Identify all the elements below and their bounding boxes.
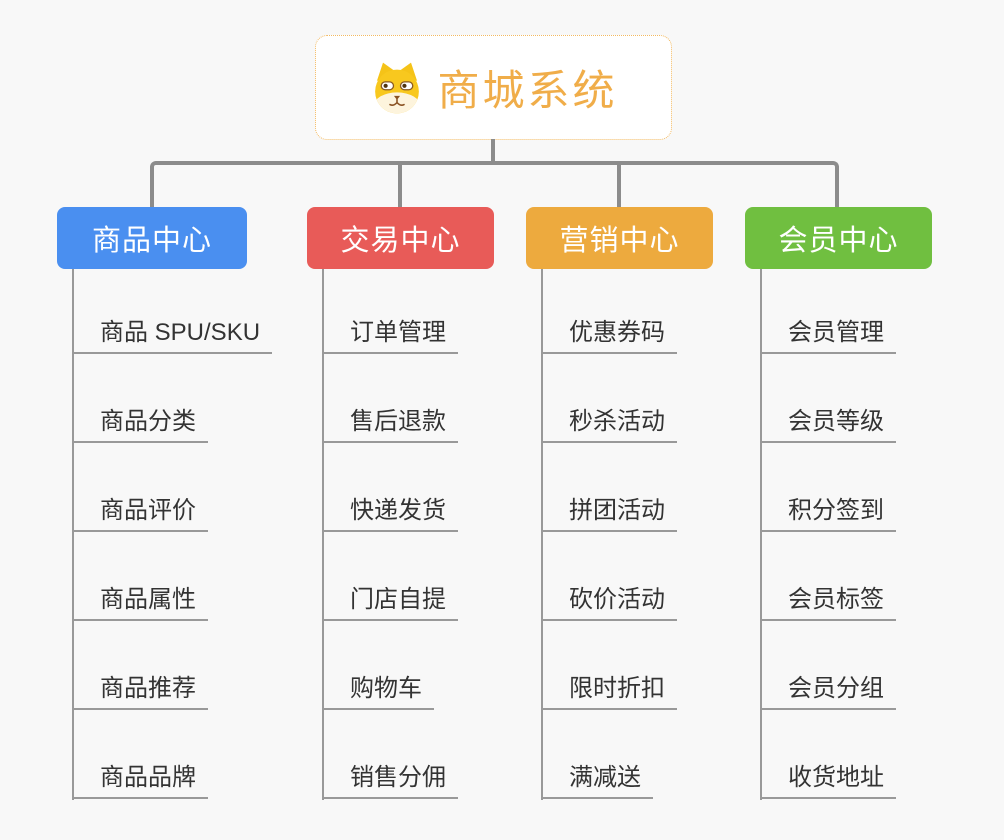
branch-connector-drop <box>398 161 402 207</box>
branch-trunk-line <box>322 269 324 800</box>
leaf-node[interactable]: 购物车 <box>322 670 434 710</box>
leaf-node[interactable]: 订单管理 <box>322 314 458 354</box>
leaf-node[interactable]: 秒杀活动 <box>541 403 677 443</box>
dog-icon <box>369 60 425 116</box>
leaf-node[interactable]: 商品品牌 <box>72 759 208 799</box>
leaf-node[interactable]: 限时折扣 <box>541 670 677 710</box>
root-title: 商城系统 <box>437 67 618 114</box>
branch-connector-rail <box>150 161 839 207</box>
leaf-node[interactable]: 销售分佣 <box>322 759 458 799</box>
branch-trunk-line <box>72 269 74 800</box>
branch-node[interactable]: 交易中心 <box>307 207 494 269</box>
leaf-node[interactable]: 商品推荐 <box>72 670 208 710</box>
leaf-node[interactable]: 会员管理 <box>760 314 896 354</box>
root-connector-stub <box>491 139 495 165</box>
branch-node[interactable]: 会员中心 <box>745 207 932 269</box>
leaf-node[interactable]: 砍价活动 <box>541 581 677 621</box>
leaf-node[interactable]: 满减送 <box>541 759 653 799</box>
leaf-node[interactable]: 商品 SPU/SKU <box>72 314 273 354</box>
leaf-node[interactable]: 商品属性 <box>72 581 208 621</box>
leaf-node[interactable]: 会员分组 <box>760 670 896 710</box>
leaf-node[interactable]: 门店自提 <box>322 581 458 621</box>
branch-trunk-line <box>541 269 543 800</box>
branch-node[interactable]: 商品中心 <box>57 207 247 269</box>
leaf-node[interactable]: 商品分类 <box>72 403 208 443</box>
root-node[interactable]: 商城系统 <box>315 35 672 140</box>
leaf-node[interactable]: 快递发货 <box>322 492 458 532</box>
leaf-node[interactable]: 会员等级 <box>760 403 896 443</box>
leaf-node[interactable]: 售后退款 <box>322 403 458 443</box>
leaf-node[interactable]: 拼团活动 <box>541 492 677 532</box>
leaf-node[interactable]: 积分签到 <box>760 492 896 532</box>
leaf-node[interactable]: 优惠券码 <box>541 314 677 354</box>
leaf-node[interactable]: 收货地址 <box>760 759 896 799</box>
branch-node[interactable]: 营销中心 <box>526 207 713 269</box>
branch-connector-drop <box>617 161 621 207</box>
leaf-node[interactable]: 会员标签 <box>760 581 896 621</box>
branch-trunk-line <box>760 269 762 800</box>
leaf-node[interactable]: 商品评价 <box>72 492 208 532</box>
